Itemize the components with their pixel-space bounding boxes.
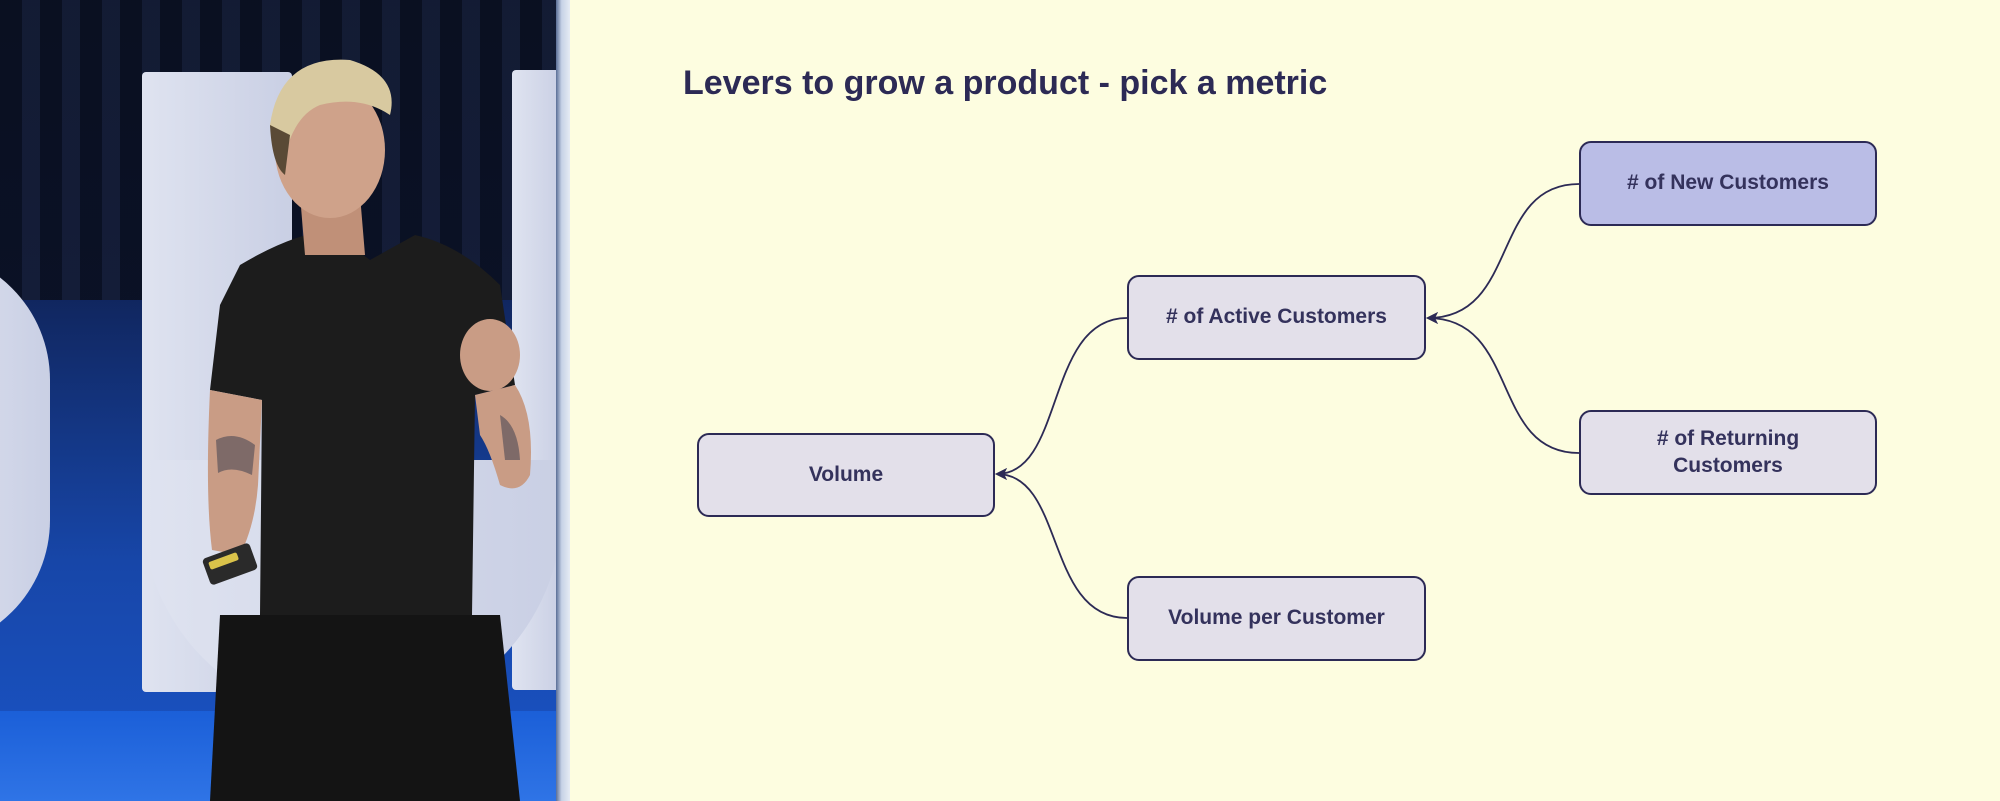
presentation-slide: Levers to grow a product - pick a metric… — [570, 0, 2000, 801]
node-new-customers: # of New Customers — [1579, 141, 1877, 226]
node-active-customers: # of Active Customers — [1127, 275, 1426, 360]
tree-connectors — [995, 183, 1580, 619]
node-volume: Volume — [697, 433, 995, 517]
connector-new-to-active — [1426, 183, 1580, 324]
speaker-video — [0, 0, 562, 801]
connector-active-to-volume — [995, 317, 1128, 480]
node-returning-customers: # of Returning Customers — [1579, 410, 1877, 495]
connector-returning-to-active — [1426, 312, 1580, 454]
node-returning-customers-label: # of Returning Customers — [1656, 427, 1800, 477]
slide-title: Levers to grow a product - pick a metric — [683, 64, 1328, 102]
speaker-figure — [202, 59, 531, 801]
node-volume-per-customer: Volume per Customer — [1127, 576, 1426, 661]
connector-vpc-to-volume — [995, 468, 1128, 619]
panel-divider — [556, 0, 570, 801]
stage-letter-o — [0, 250, 50, 650]
